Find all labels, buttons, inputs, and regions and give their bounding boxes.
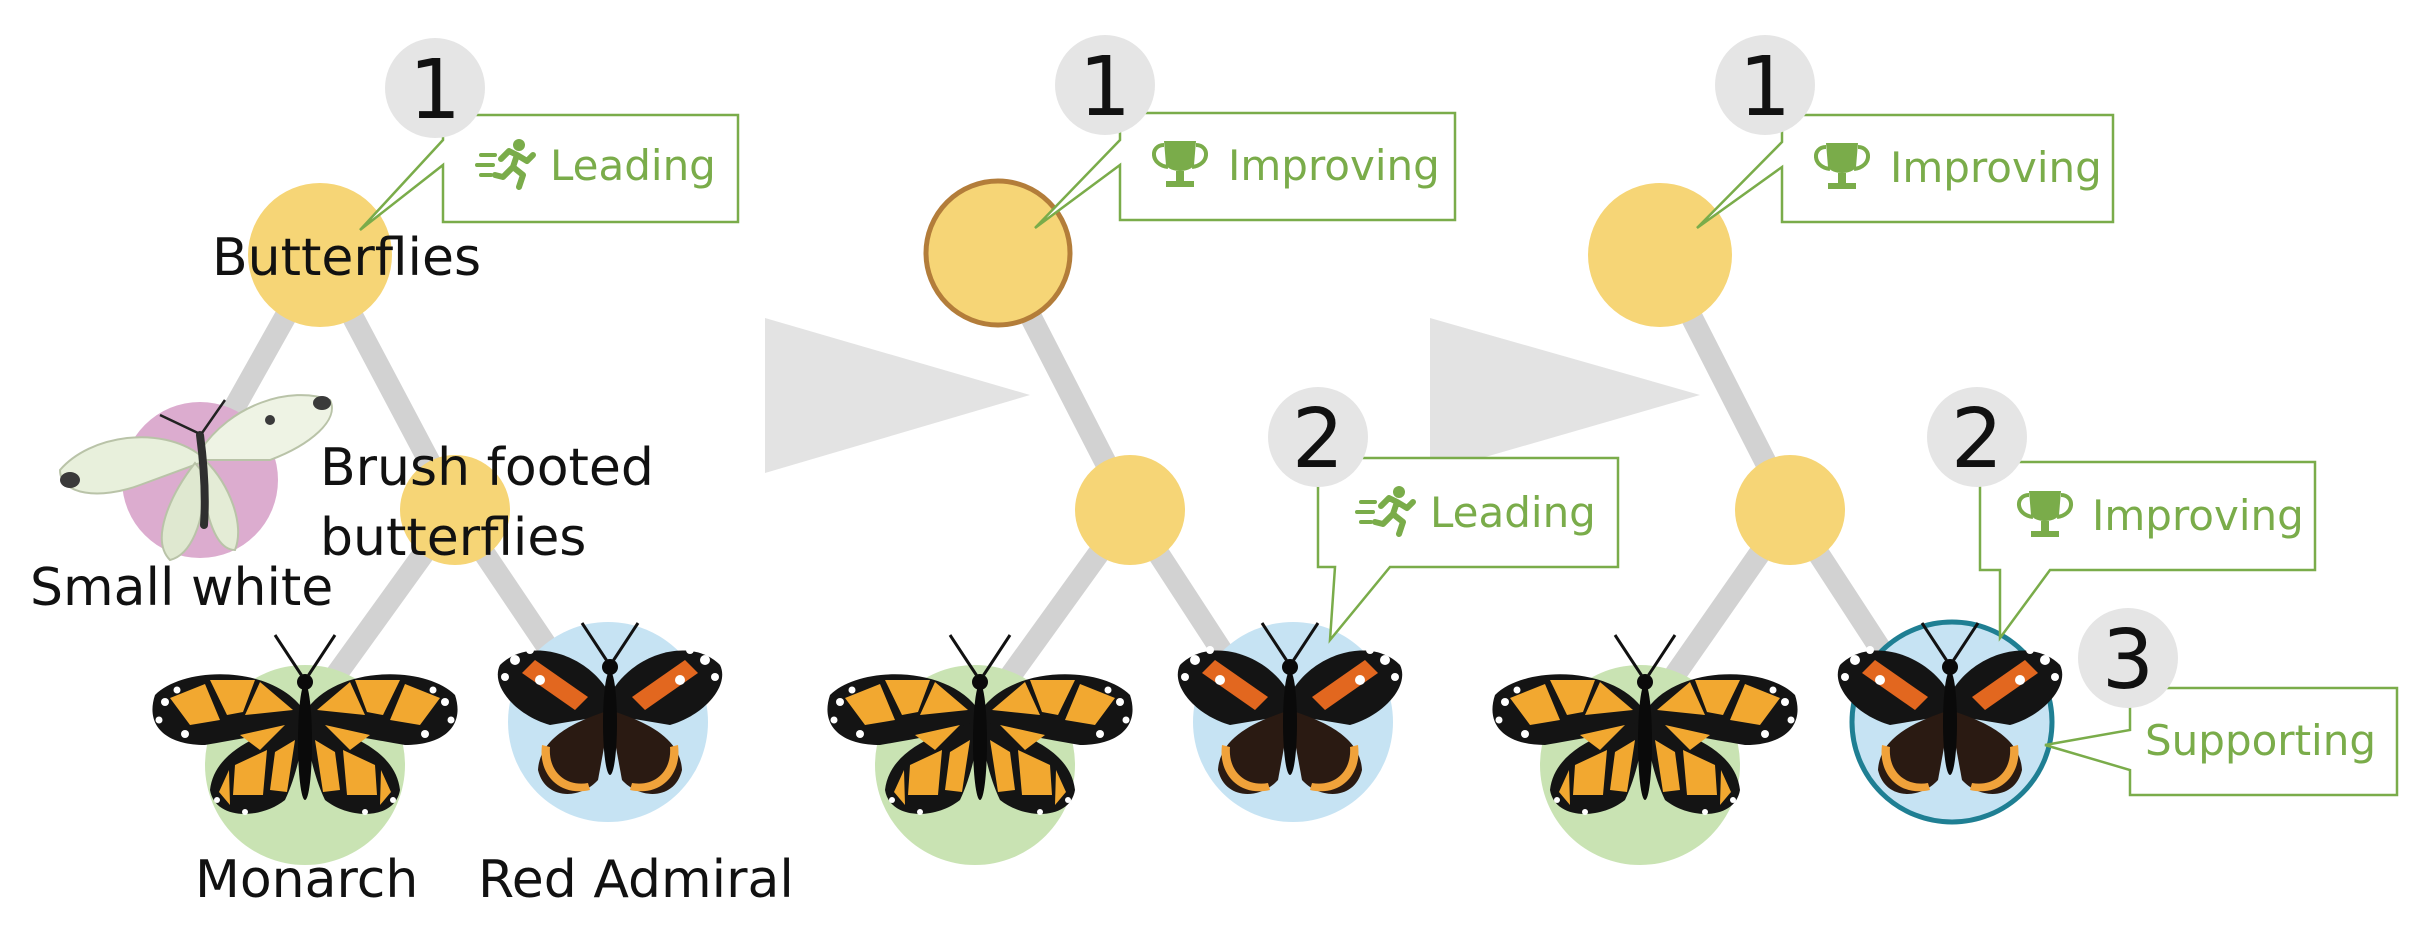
red-admiral-label: Red Admiral (478, 850, 794, 910)
callout-label: Supporting (2145, 716, 2376, 765)
butterflies-node (1588, 183, 1732, 327)
panel-1: Butterflies Brush footed butterflies Sma… (30, 38, 794, 910)
monarch-image (1490, 633, 1800, 817)
callout-number: 2 (1292, 392, 1344, 487)
callout-number-badge (385, 38, 485, 138)
brush-footed-node (400, 455, 510, 565)
callout-number-badge (1055, 35, 1155, 135)
callout-number: 2 (1951, 392, 2003, 487)
callout-label: Improving (1228, 141, 1440, 190)
callout-number-badge (1715, 35, 1815, 135)
panel-3: 1 Improving 2 Improving 3 Supporting (1490, 35, 2399, 865)
callout-supporting: 3 Supporting (2044, 608, 2399, 797)
callout-number-badge (2078, 608, 2178, 708)
callout-number: 1 (409, 43, 461, 138)
callout-number: 1 (1079, 40, 1131, 135)
callout-label: Leading (1430, 488, 1596, 537)
small-white-label: Small white (30, 558, 333, 618)
butterflies-label: Butterflies (212, 228, 481, 288)
monarch-image (150, 633, 460, 817)
callout-label: Improving (2092, 491, 2304, 540)
callout-number-badge (1268, 387, 1368, 487)
callout-label: Improving (1890, 143, 2102, 192)
transition-arrow (765, 318, 1030, 473)
butterflies-node (248, 183, 392, 327)
callout-improving: 2 Improving (1927, 387, 2317, 642)
callout-number: 3 (2102, 613, 2154, 708)
brush-footed-node (1075, 455, 1185, 565)
brush-footed-label-line2: butterflies (320, 508, 586, 568)
brush-footed-node (1735, 455, 1845, 565)
callout-leading: 1 Leading (359, 38, 740, 231)
callout-number: 1 (1739, 40, 1791, 135)
callout-number-badge (1927, 387, 2027, 487)
brush-footed-label-line1: Brush footed (320, 438, 654, 498)
callout-improving: 1 Improving (1696, 35, 2115, 230)
callout-leading: 2 Leading (1268, 387, 1620, 644)
callout-improving: 1 Improving (1034, 35, 1457, 230)
monarch-label: Monarch (195, 850, 418, 910)
callout-label: Leading (550, 141, 716, 190)
panel-2: 1 Improving 2 Leading (825, 35, 1620, 865)
butterflies-node-highlighted (923, 178, 1073, 328)
transition-arrow (1430, 318, 1700, 473)
monarch-image (825, 633, 1135, 817)
